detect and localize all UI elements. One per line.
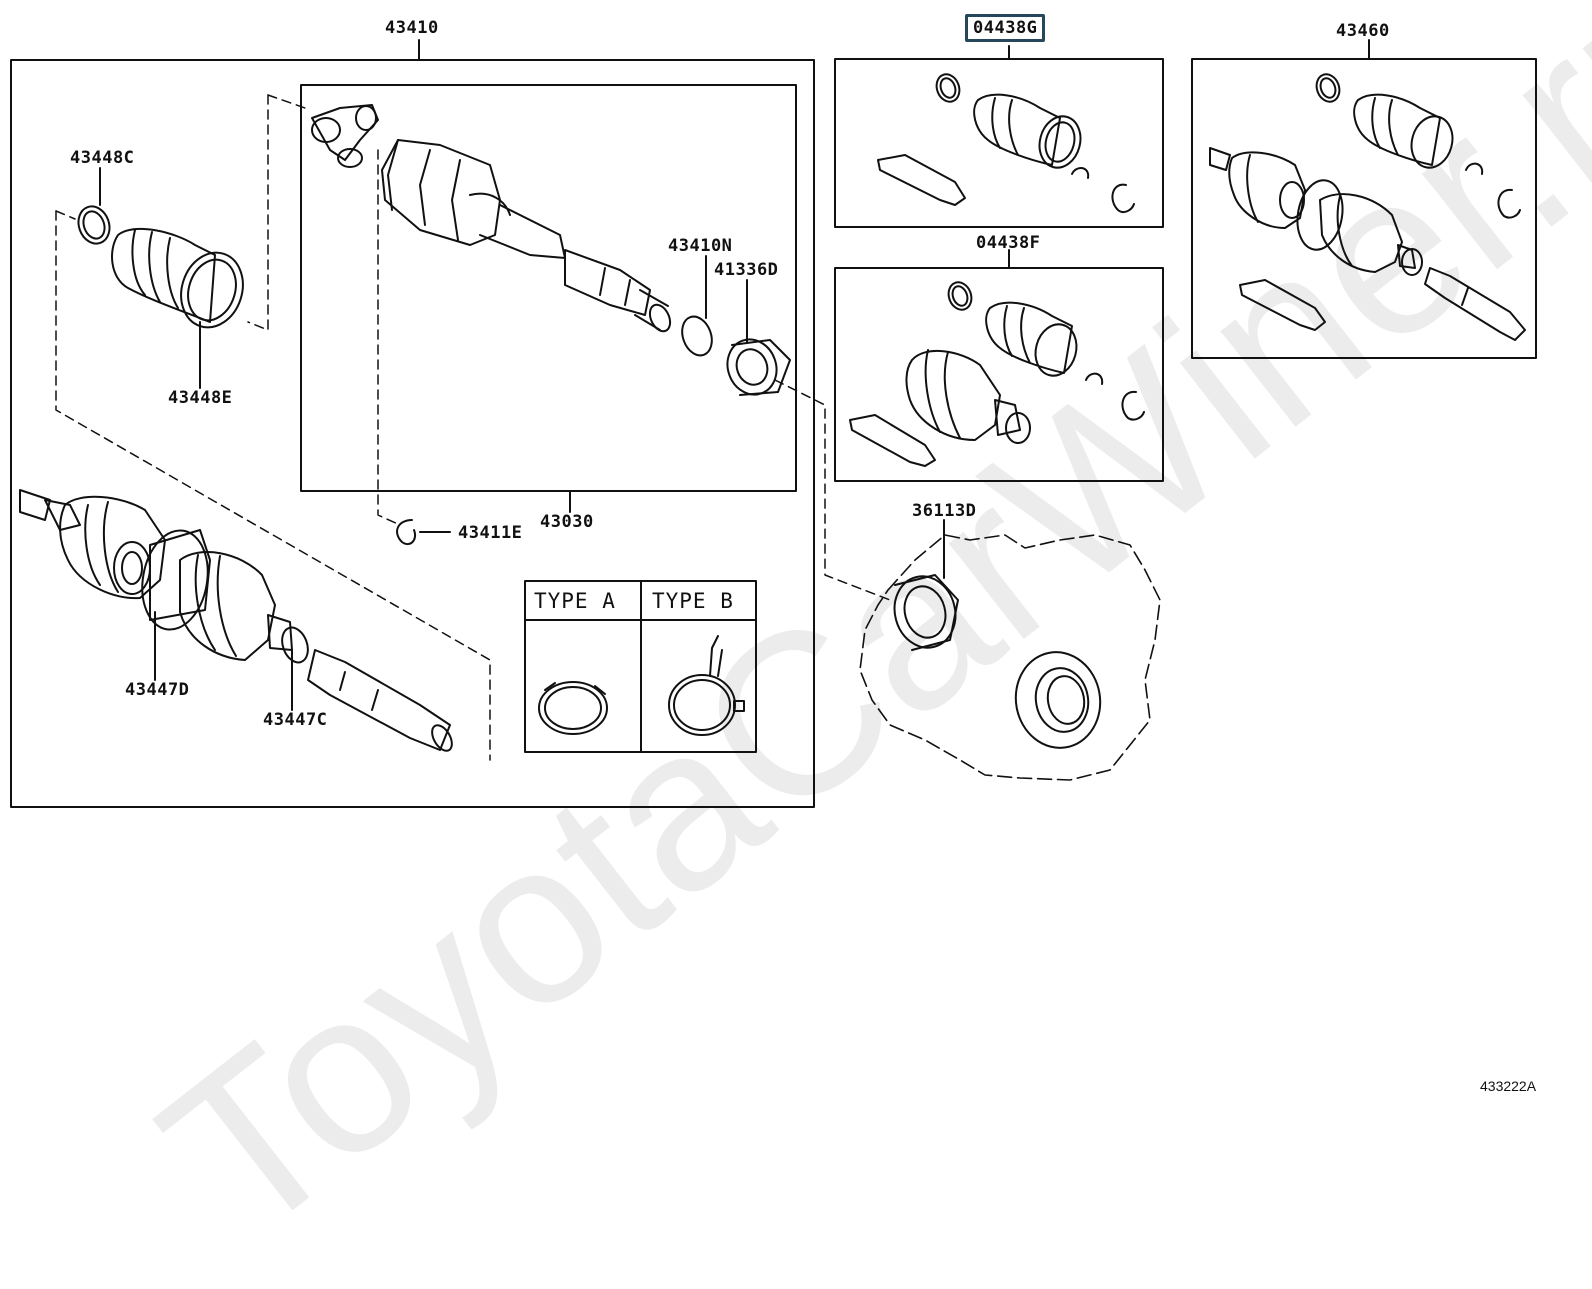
figure-id: 433222A (1480, 1078, 1537, 1094)
label-43460[interactable]: 43460 (1336, 21, 1390, 41)
label-43410n[interactable]: 43410N (668, 236, 733, 256)
seal-41336d (726, 338, 791, 396)
label-41336d[interactable]: 41336D (714, 260, 779, 280)
drive-shaft-lh (19, 489, 453, 752)
boot-kit-04438f (849, 281, 1145, 467)
boot-kit-04438g[interactable] (877, 71, 1135, 214)
boot-43448e (77, 205, 244, 329)
frame-43410 (10, 59, 815, 808)
drive-shaft-rh (1209, 73, 1526, 341)
label-43411e[interactable]: 43411E (458, 523, 523, 543)
label-04438f[interactable]: 04438F (976, 233, 1041, 253)
label-43448c[interactable]: 43448C (70, 148, 135, 168)
frame-43460 (1191, 58, 1537, 359)
label-36113d[interactable]: 36113D (912, 501, 977, 521)
label-43447c[interactable]: 43447C (263, 710, 328, 730)
frame-43030 (300, 84, 797, 492)
inner-joint-43030 (311, 104, 672, 333)
label-43410[interactable]: 43410 (385, 18, 439, 38)
transaxle-case (859, 534, 1161, 781)
label-43448e[interactable]: 43448E (168, 388, 233, 408)
frame-04438f (834, 267, 1164, 482)
legend-type-a: TYPE A (534, 589, 616, 613)
label-43447d[interactable]: 43447D (125, 680, 190, 700)
label-43030[interactable]: 43030 (540, 512, 594, 532)
label-04438g-selected[interactable]: 04438G (965, 14, 1046, 42)
frame-04438g[interactable] (834, 58, 1164, 228)
parts-diagram: ToyotaCarWiner.ru (10, 0, 1592, 1286)
clamp-type-legend (524, 580, 757, 753)
diagram-drawing (10, 39, 1537, 808)
legend-type-b: TYPE B (652, 589, 734, 613)
